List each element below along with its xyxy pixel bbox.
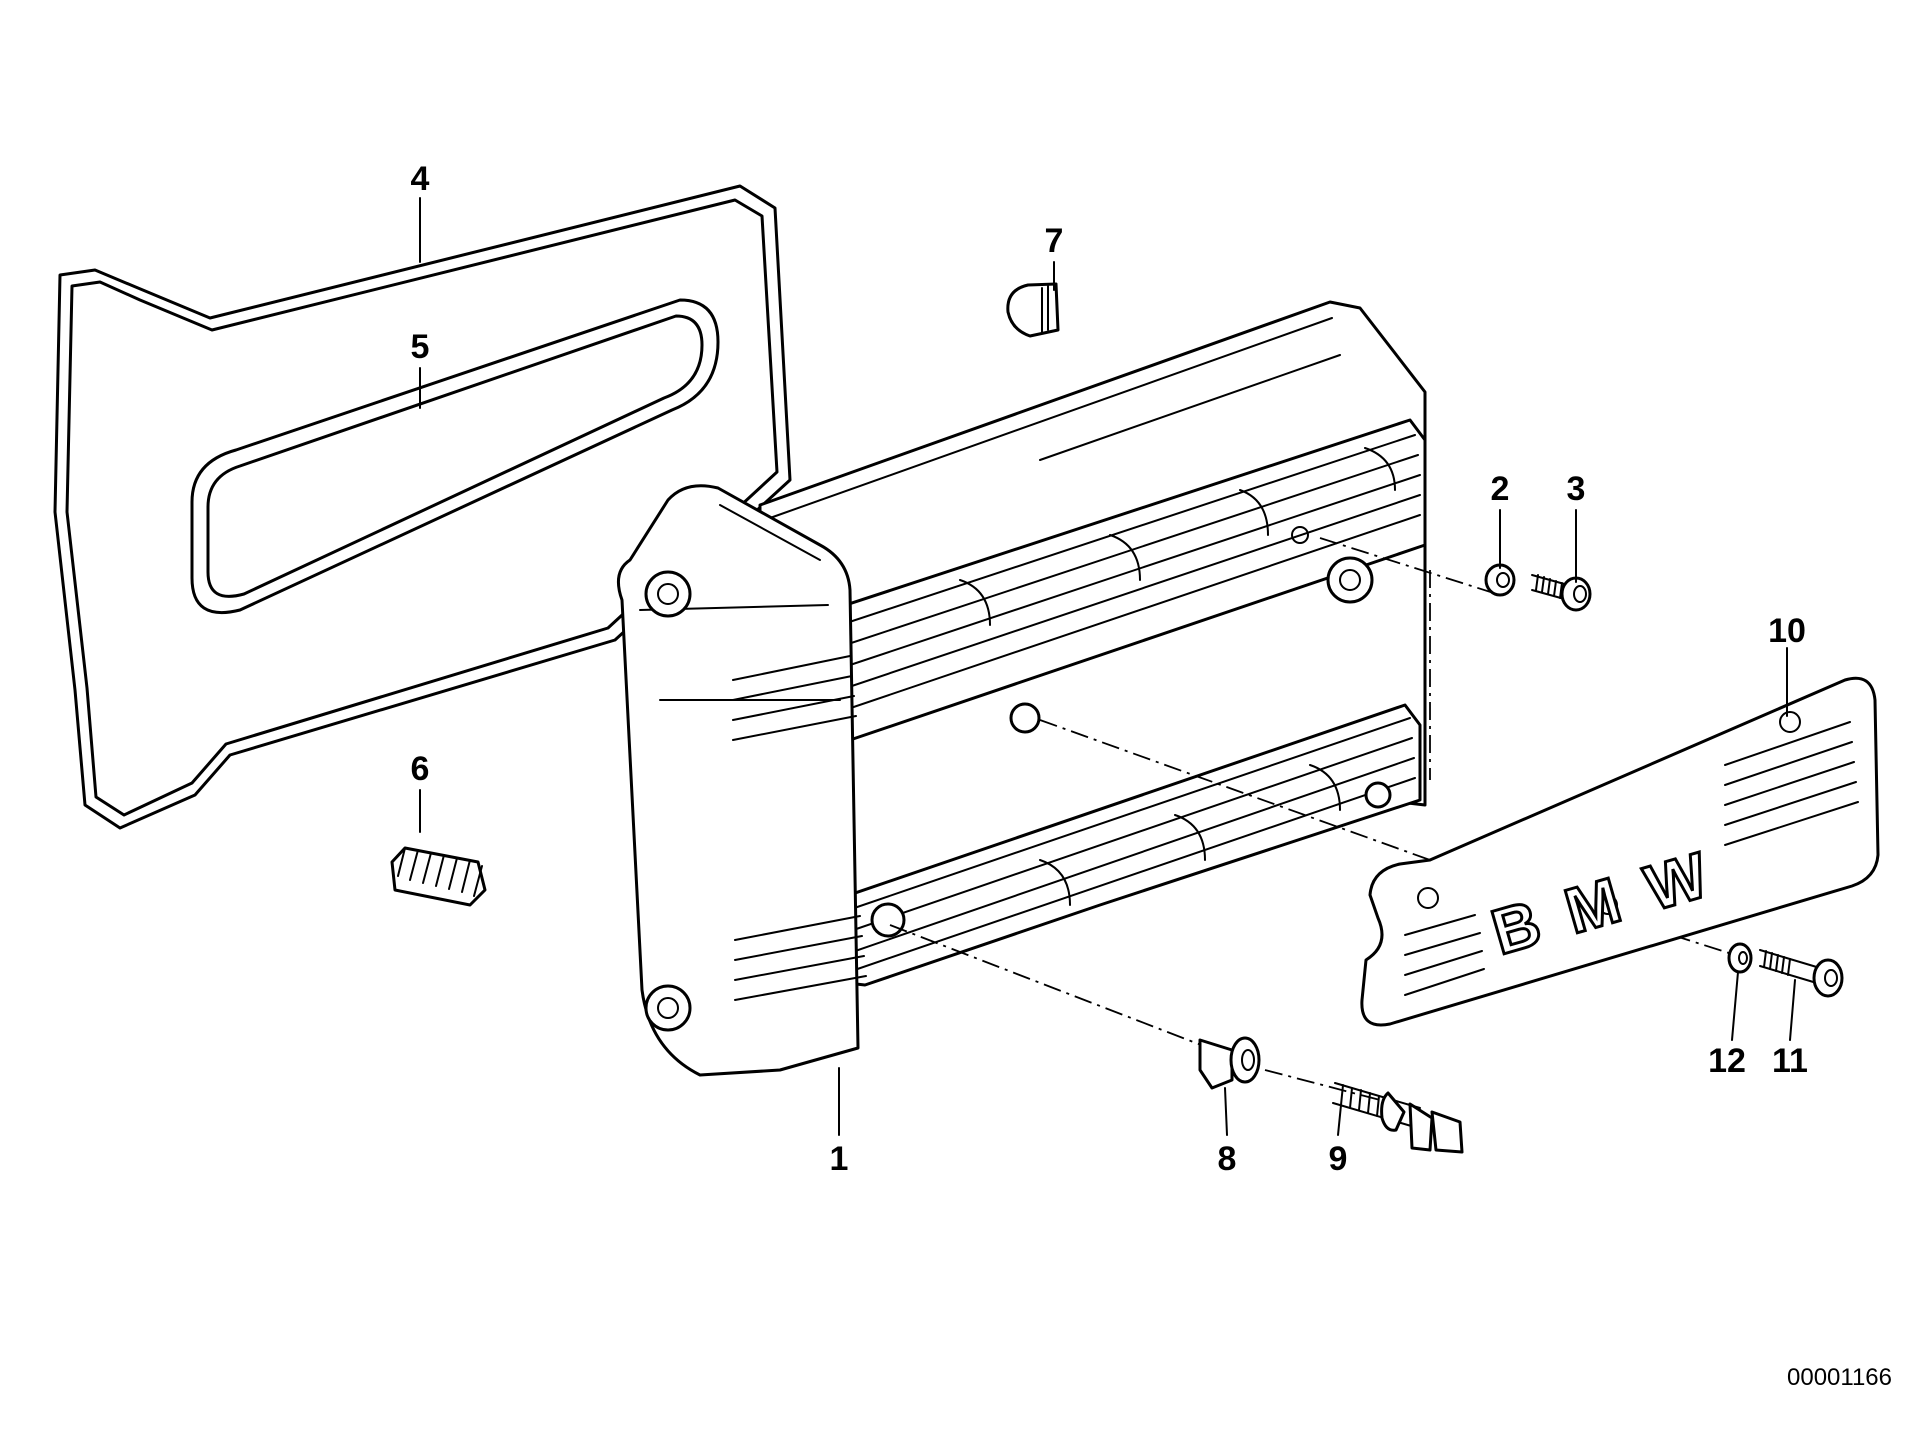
callout-11: 11 [1772, 1042, 1808, 1080]
callout-3: 3 [1567, 470, 1586, 508]
callout-6: 6 [411, 750, 430, 788]
cylinder-head-cover-icon [616, 300, 1427, 1077]
plug-icon [1006, 282, 1060, 338]
screw-icon [1759, 949, 1844, 998]
bushing-icon [1198, 1036, 1261, 1090]
leader-lines [419, 197, 1796, 1136]
callout-9: 9 [1329, 1140, 1348, 1178]
document-id: 00001166 [1787, 1364, 1892, 1391]
washer-icon [1484, 563, 1516, 597]
spring-icon [390, 846, 487, 907]
callout-12: 12 [1708, 1042, 1746, 1080]
callout-10: 10 [1768, 612, 1806, 650]
cover-plate-icon: BMW [1360, 676, 1880, 1027]
callout-4: 4 [411, 160, 430, 198]
inner-gasket-icon [190, 298, 720, 615]
callout-1: 1 [830, 1140, 849, 1178]
outer-gasket-icon [53, 184, 792, 830]
screw-icon [1531, 574, 1592, 612]
assembly-lines [889, 537, 1736, 1101]
callouts: 1 2 3 4 5 6 7 8 9 10 11 12 [411, 160, 1808, 1178]
callout-5: 5 [411, 328, 430, 366]
bolt-icon [1332, 1082, 1464, 1154]
callout-8: 8 [1218, 1140, 1237, 1178]
washer-icon [1727, 942, 1753, 974]
callout-2: 2 [1491, 470, 1510, 508]
callout-7: 7 [1045, 222, 1064, 260]
